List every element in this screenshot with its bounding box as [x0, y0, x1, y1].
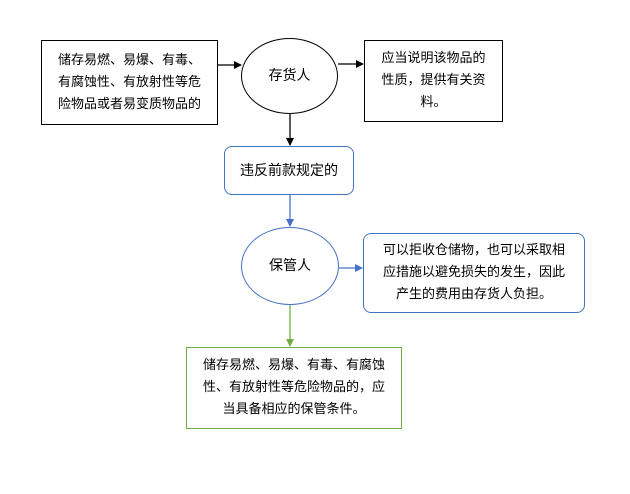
refuse-line-1: 可以拒收仓储物，也可以采取相	[382, 243, 565, 258]
explain-line-1: 应当说明该物品的	[381, 51, 486, 66]
violation-box: 违反前款规定的	[224, 146, 354, 195]
hazardous-goods-line-2: 有腐蚀性、有放射性等危	[57, 74, 201, 90]
hazardous-goods-box: 储存易燃、易爆、有毒、 有腐蚀性、有放射性等危 险物品或者易变质物品的	[41, 40, 218, 125]
explain-line-3: 料。	[420, 95, 447, 110]
conditions-line-1: 储存易燃、易爆、有毒、有腐蚀	[202, 358, 385, 373]
refuse-line-3: 产生的费用由存货人负担。	[395, 287, 552, 302]
storer-label: 存货人	[268, 68, 311, 84]
refuse-box: 可以拒收仓储物，也可以采取相 应措施以避免损失的发生，因此 产生的费用由存货人负…	[363, 233, 585, 313]
conditions-box: 储存易燃、易爆、有毒、有腐蚀 性、有放射性等危险物品的，应 当具备相应的保管条件…	[186, 347, 402, 429]
conditions-line-3: 当具备相应的保管条件。	[222, 402, 366, 417]
keeper-ellipse: 保管人	[241, 227, 339, 305]
explain-line-2: 性质，提供有关资	[381, 73, 486, 88]
hazardous-goods-line-3: 险物品或者易变质物品的	[57, 96, 201, 112]
storer-ellipse: 存货人	[241, 38, 338, 114]
conditions-line-2: 性、有放射性等危险物品的，应	[202, 380, 385, 395]
explain-box: 应当说明该物品的 性质，提供有关资 料。	[364, 40, 503, 122]
violation-label: 违反前款规定的	[240, 162, 338, 179]
keeper-label: 保管人	[269, 258, 311, 274]
hazardous-goods-line-1: 储存易燃、易爆、有毒、	[57, 52, 201, 68]
refuse-line-2: 应措施以避免损失的发生，因此	[382, 265, 565, 280]
